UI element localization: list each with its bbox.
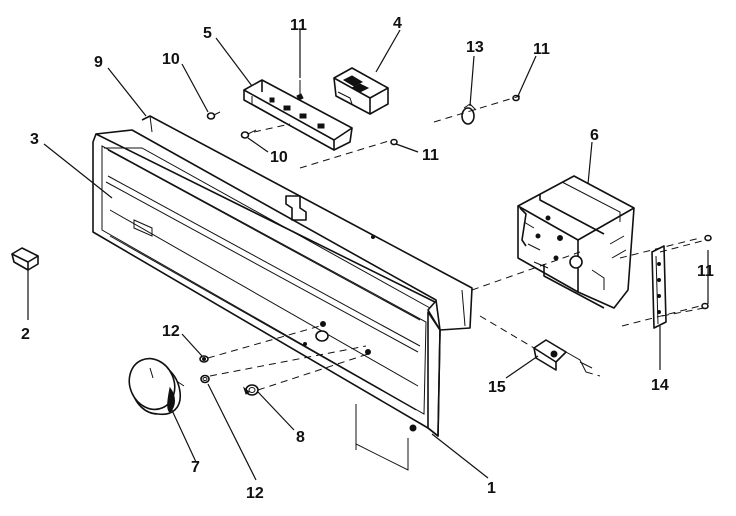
callout-10-lower: 10 [270, 149, 288, 166]
screw-part-10-upper [206, 111, 221, 120]
callout-12-lower: 12 [246, 485, 264, 502]
callout-5: 5 [203, 25, 212, 42]
screw-part-12-lower [200, 374, 210, 384]
callout-6: 6 [590, 127, 599, 144]
callout-3: 3 [30, 131, 39, 148]
callout-15: 15 [488, 379, 506, 396]
callout-2: 2 [21, 326, 30, 343]
timer-part-6 [517, 175, 635, 309]
callout-13: 13 [466, 39, 484, 56]
callout-4: 4 [393, 15, 402, 32]
callout-10-upper: 10 [162, 51, 180, 68]
callout-9: 9 [94, 54, 103, 71]
bracket-part-5 [243, 79, 353, 151]
screw-part-11-strip-top [704, 234, 712, 242]
callout-12-upper: 12 [162, 323, 180, 340]
callout-11-strip: 11 [697, 263, 714, 280]
screw-part-11-rear [390, 138, 398, 146]
callouts: 1 2 3 4 5 6 7 8 9 10 10 11 11 11 11 12 1… [21, 15, 714, 502]
nut-part-8 [242, 384, 259, 396]
callout-8: 8 [296, 429, 305, 446]
callout-11-bracket: 11 [290, 17, 307, 34]
clip-part-2 [11, 247, 39, 271]
panel-knob-hole [315, 330, 329, 342]
indicator-part-13 [461, 103, 477, 125]
screw-part-11-strip-bottom [701, 302, 709, 310]
timer-shaft [569, 255, 583, 269]
callout-7: 7 [191, 459, 200, 476]
screw-part-12-upper [199, 355, 209, 363]
rear-panel [141, 115, 473, 331]
switch-part-4 [333, 67, 389, 115]
callout-11-indicator: 11 [533, 41, 550, 58]
control-panel-assembly [92, 115, 473, 471]
assembly-lines [207, 95, 707, 391]
connector-part-15 [533, 339, 593, 373]
callout-14: 14 [651, 377, 669, 394]
leader-lines [27, 29, 709, 481]
callout-11-rear: 11 [422, 147, 439, 164]
screw-part-10-lower [240, 129, 257, 139]
callout-1: 1 [487, 480, 496, 497]
knob-part-7 [128, 357, 185, 416]
screw-part-11-bracket [296, 80, 304, 101]
